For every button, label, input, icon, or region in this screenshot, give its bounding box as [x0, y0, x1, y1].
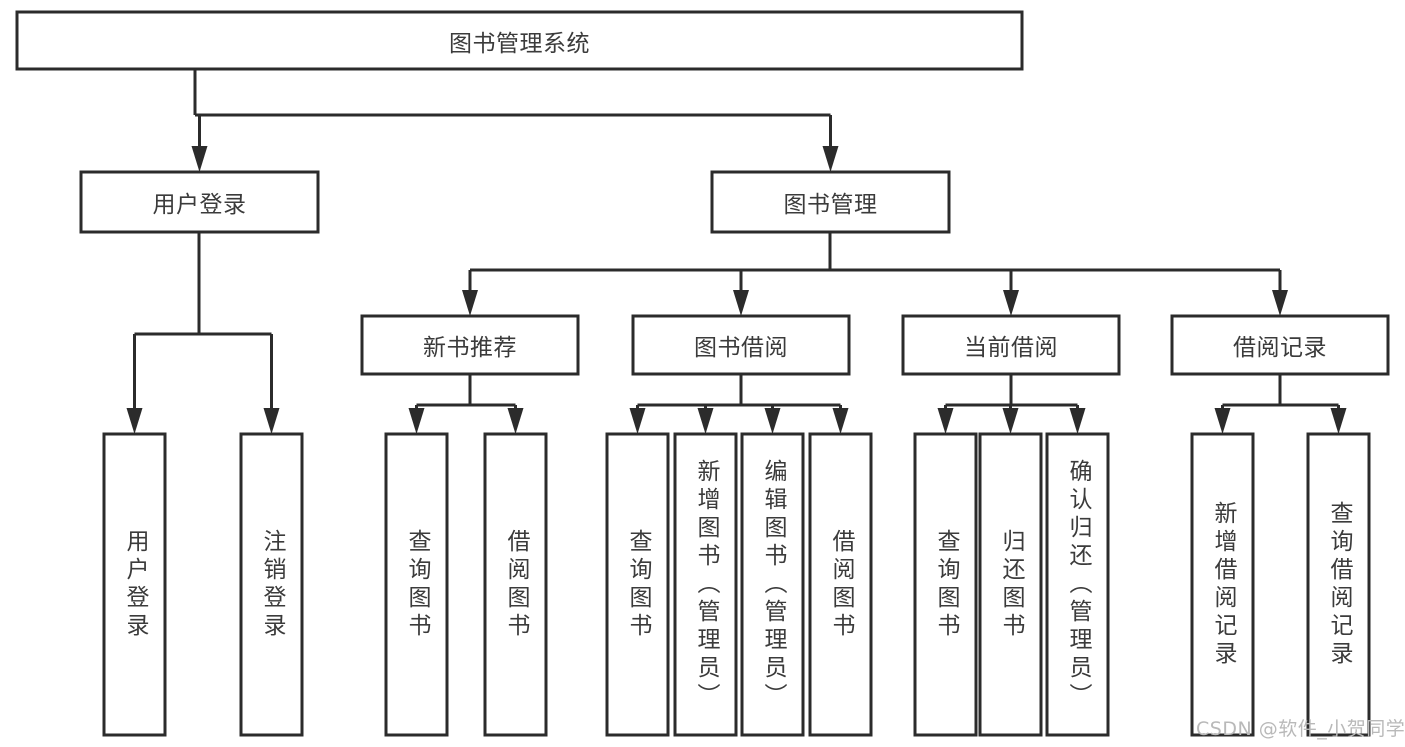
arrowhead-leaf-query-book-recommend	[408, 408, 425, 434]
node-box-leaf-borrow-book-recommend	[483, 432, 548, 737]
arrowhead-leaf-edit-book	[764, 408, 781, 434]
node-box-leaf-query-book-current	[913, 432, 978, 737]
connector-layer	[126, 69, 1347, 434]
node-box-leaf-return-book	[978, 432, 1043, 737]
node-box-book-manage	[710, 170, 951, 234]
node-box-book-borrow	[631, 314, 851, 376]
node-box-leaf-query-borrow-record	[1306, 432, 1371, 737]
arrowhead-leaf-borrow-book-recommend	[507, 408, 524, 434]
node-box-leaf-user-login	[102, 432, 167, 737]
arrowhead-leaf-query-book-borrow	[629, 408, 646, 434]
node-box-leaf-add-book	[673, 432, 738, 737]
node-box-root	[15, 10, 1024, 71]
arrowhead-new-book-recommend	[462, 290, 478, 316]
arrowhead-leaf-confirm-return	[1069, 408, 1086, 434]
node-box-new-book-recommend	[360, 314, 580, 376]
node-box-leaf-logout	[239, 432, 304, 737]
node-box-user-login	[79, 170, 320, 234]
arrowhead-current-borrow	[1003, 290, 1019, 316]
node-box-current-borrow	[901, 314, 1121, 376]
node-box-leaf-query-book-borrow	[605, 432, 670, 737]
arrowhead-user-login	[191, 146, 208, 172]
node-box-leaf-confirm-return	[1045, 432, 1110, 737]
arrowhead-leaf-query-borrow-record	[1330, 408, 1347, 434]
arrowhead-leaf-logout	[263, 408, 280, 434]
arrowhead-leaf-add-book	[697, 408, 714, 434]
arrowhead-book-manage	[822, 146, 839, 172]
node-box-borrow-record	[1170, 314, 1390, 376]
arrowhead-book-borrow	[733, 290, 749, 316]
arrowhead-leaf-return-book	[1002, 408, 1019, 434]
arrowhead-leaf-query-book-current	[937, 408, 954, 434]
node-box-leaf-borrow-book	[808, 432, 873, 737]
arrowhead-leaf-user-login	[126, 408, 143, 434]
arrowhead-leaf-borrow-book	[832, 408, 849, 434]
box-layer	[15, 10, 1390, 737]
node-box-leaf-query-book-recommend	[384, 432, 449, 737]
arrowhead-leaf-add-borrow-record	[1214, 408, 1231, 434]
node-box-leaf-add-borrow-record	[1190, 432, 1255, 737]
arrowhead-borrow-record	[1272, 290, 1288, 316]
node-box-leaf-edit-book	[740, 432, 805, 737]
